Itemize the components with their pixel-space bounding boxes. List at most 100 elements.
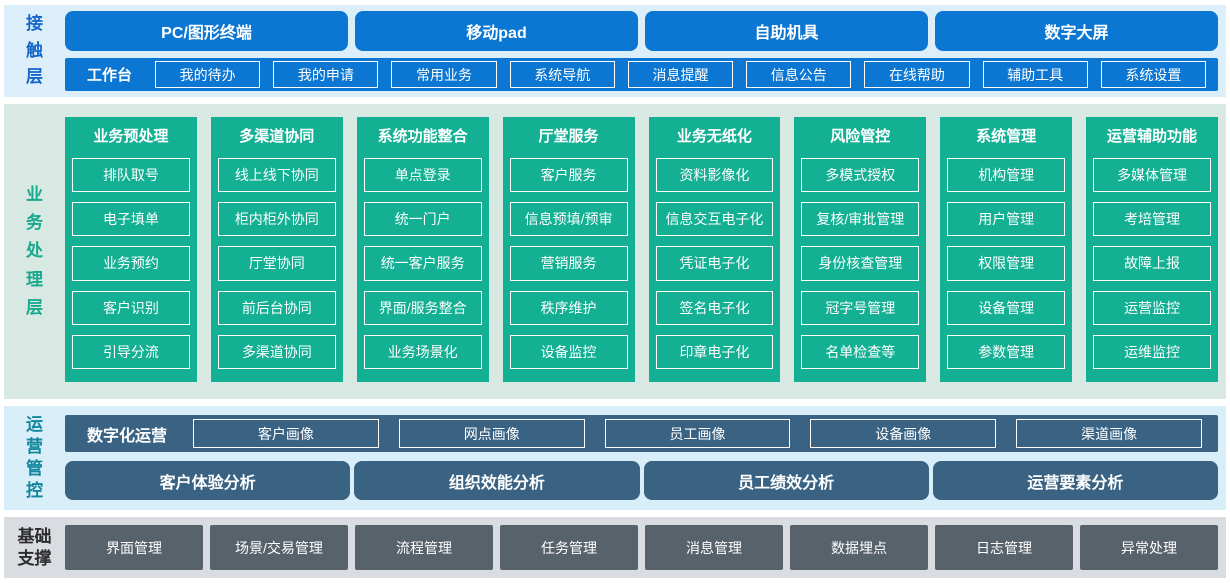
business-col-title: 厅堂服务 xyxy=(538,128,599,145)
business-item: 运维监控 xyxy=(1093,334,1211,370)
business-item: 统一客户服务 xyxy=(363,246,482,281)
business-col-title: 系统功能整合 xyxy=(377,128,468,145)
business-item: 客户服务 xyxy=(509,158,628,193)
business-col-risk-control: 风险管控 多模式授权 复核/审批管理 身份核查管理 冠字号管理 名单检查等 xyxy=(794,117,927,382)
layer-business-label-text: 业务处理层 xyxy=(25,185,43,317)
layer-contact: 接触层 PC/图形终端 移动pad 自助机具 数字大屏 工作台 我的待办 我的申… xyxy=(4,5,1226,97)
foundation-item-data-tracking: 数据埋点 xyxy=(790,525,928,570)
layer-contact-body: PC/图形终端 移动pad 自助机具 数字大屏 工作台 我的待办 我的申请 常用… xyxy=(65,5,1226,97)
business-item: 信息交互电子化 xyxy=(655,202,774,237)
device-digital-screen: 数字大屏 xyxy=(935,11,1218,51)
business-item: 客户识别 xyxy=(72,290,190,325)
workbench-bar: 工作台 我的待办 我的申请 常用业务 系统导航 消息提醒 信息公告 在线帮助 辅… xyxy=(65,58,1218,91)
business-item: 前后台协同 xyxy=(217,290,336,325)
layer-operations: 运营管控 数字化运营 客户画像 网点画像 员工画像 设备画像 渠道画像 客户体验… xyxy=(4,406,1226,510)
layer-contact-label-text: 接触层 xyxy=(25,14,43,87)
device-mobile-pad: 移动pad xyxy=(355,11,638,51)
workbench-item-applications: 我的申请 xyxy=(273,61,379,88)
business-item: 信息预填/预审 xyxy=(509,202,628,237)
business-item: 名单检查等 xyxy=(801,334,920,370)
business-col-lobby-service: 厅堂服务 客户服务 信息预填/预审 营销服务 秩序维护 设备监控 xyxy=(502,117,635,382)
business-item: 引导分流 xyxy=(72,334,190,370)
analysis-org-efficiency: 组织效能分析 xyxy=(354,461,640,500)
ops-item-employee-profile: 员工画像 xyxy=(604,419,791,448)
business-item: 设备管理 xyxy=(947,290,1066,325)
workbench-item-info-bulletin: 信息公告 xyxy=(746,61,852,88)
workbench-item-aux-tools: 辅助工具 xyxy=(982,61,1088,88)
device-pc-terminal: PC/图形终端 xyxy=(65,11,348,51)
digital-ops-label: 数字化运营 xyxy=(87,427,168,445)
business-item: 设备监控 xyxy=(509,334,628,370)
digital-ops-bar: 数字化运营 客户画像 网点画像 员工画像 设备画像 渠道画像 xyxy=(65,415,1218,452)
foundation-item-exception-handling: 异常处理 xyxy=(1080,525,1218,570)
layer-operations-label-text: 运营管控 xyxy=(25,414,43,501)
layer-business-label: 业务处理层 xyxy=(4,104,65,399)
layer-operations-body: 数字化运营 客户画像 网点画像 员工画像 设备画像 渠道画像 客户体验分析 组织… xyxy=(65,406,1226,510)
business-item: 身份核查管理 xyxy=(801,246,920,281)
layer-foundation-label: 基础支撑 xyxy=(4,517,65,578)
business-item: 单点登录 xyxy=(363,158,482,193)
device-row: PC/图形终端 移动pad 自助机具 数字大屏 xyxy=(65,11,1218,51)
business-item: 故障上报 xyxy=(1093,246,1211,281)
business-item: 排队取号 xyxy=(72,158,190,193)
foundation-item-task-mgmt: 任务管理 xyxy=(500,525,638,570)
business-item: 业务预约 xyxy=(72,246,190,281)
workbench-item-message-alert: 消息提醒 xyxy=(627,61,734,88)
business-col-title: 运营辅助功能 xyxy=(1107,128,1198,145)
business-item: 秩序维护 xyxy=(509,290,628,325)
business-col-paperless: 业务无纸化 资料影像化 信息交互电子化 凭证电子化 签名电子化 印章电子化 xyxy=(648,117,781,382)
business-item: 签名电子化 xyxy=(655,290,774,325)
workbench-item-system-nav: 系统导航 xyxy=(509,61,615,88)
ops-item-channel-profile: 渠道画像 xyxy=(1016,419,1202,448)
ops-item-customer-profile: 客户画像 xyxy=(193,419,379,448)
analysis-customer-experience: 客户体验分析 xyxy=(65,461,351,500)
business-col-preprocessing: 业务预处理 排队取号 电子填单 业务预约 客户识别 引导分流 xyxy=(65,117,197,382)
business-col-title: 业务预处理 xyxy=(93,128,169,145)
business-item: 界面/服务整合 xyxy=(363,290,482,325)
business-item: 柜内柜外协同 xyxy=(217,202,336,237)
workbench-label: 工作台 xyxy=(87,67,133,84)
analysis-ops-elements: 运营要素分析 xyxy=(932,461,1218,500)
ops-item-branch-profile: 网点画像 xyxy=(398,419,585,448)
workbench-item-system-settings: 系统设置 xyxy=(1100,61,1206,88)
foundation-item-ui-mgmt: 界面管理 xyxy=(65,525,203,570)
business-item: 多渠道协同 xyxy=(217,334,336,370)
business-item: 统一门户 xyxy=(363,202,482,237)
workbench-item-todo: 我的待办 xyxy=(155,61,261,88)
business-col-ops-aux: 运营辅助功能 多媒体管理 考培管理 故障上报 运营监控 运维监控 xyxy=(1086,117,1218,382)
business-item: 冠字号管理 xyxy=(801,290,920,325)
business-col-title: 风险管控 xyxy=(830,128,891,145)
business-item: 营销服务 xyxy=(509,246,628,281)
business-item: 机构管理 xyxy=(947,158,1066,193)
foundation-item-scene-txn-mgmt: 场景/交易管理 xyxy=(210,525,348,570)
business-col-multichannel: 多渠道协同 线上线下协同 柜内柜外协同 厅堂协同 前后台协同 多渠道协同 xyxy=(210,117,343,382)
layer-foundation: 基础支撑 界面管理 场景/交易管理 流程管理 任务管理 消息管理 数据埋点 日志… xyxy=(4,517,1226,578)
business-col-title: 业务无纸化 xyxy=(676,128,752,145)
business-col-system-mgmt: 系统管理 机构管理 用户管理 权限管理 设备管理 参数管理 xyxy=(940,117,1073,382)
analysis-row: 客户体验分析 组织效能分析 员工绩效分析 运营要素分析 xyxy=(65,461,1218,500)
workbench-item-online-help: 在线帮助 xyxy=(864,61,970,88)
ops-item-device-profile: 设备画像 xyxy=(810,419,997,448)
business-col-title: 系统管理 xyxy=(976,128,1037,145)
business-item: 多媒体管理 xyxy=(1093,158,1211,193)
foundation-item-log-mgmt: 日志管理 xyxy=(935,525,1073,570)
business-item: 印章电子化 xyxy=(655,334,774,370)
business-item: 复核/审批管理 xyxy=(801,202,920,237)
business-item: 资料影像化 xyxy=(655,158,774,193)
business-item: 权限管理 xyxy=(947,246,1066,281)
layer-business-body: 业务预处理 排队取号 电子填单 业务预约 客户识别 引导分流 多渠道协同 线上线… xyxy=(65,104,1226,399)
layer-contact-label: 接触层 xyxy=(4,5,65,97)
business-item: 参数管理 xyxy=(947,334,1066,370)
business-item: 业务场景化 xyxy=(363,334,482,370)
workbench-item-common-business: 常用业务 xyxy=(391,61,497,88)
device-self-service: 自助机具 xyxy=(645,11,928,51)
analysis-employee-performance: 员工绩效分析 xyxy=(643,461,929,500)
layer-foundation-body: 界面管理 场景/交易管理 流程管理 任务管理 消息管理 数据埋点 日志管理 异常… xyxy=(65,517,1226,578)
foundation-item-process-mgmt: 流程管理 xyxy=(355,525,493,570)
layer-foundation-label-text: 基础支撑 xyxy=(17,527,52,568)
business-col-system-integration: 系统功能整合 单点登录 统一门户 统一客户服务 界面/服务整合 业务场景化 xyxy=(356,117,489,382)
business-item: 用户管理 xyxy=(947,202,1066,237)
business-item: 运营监控 xyxy=(1093,290,1211,325)
business-item: 凭证电子化 xyxy=(655,246,774,281)
